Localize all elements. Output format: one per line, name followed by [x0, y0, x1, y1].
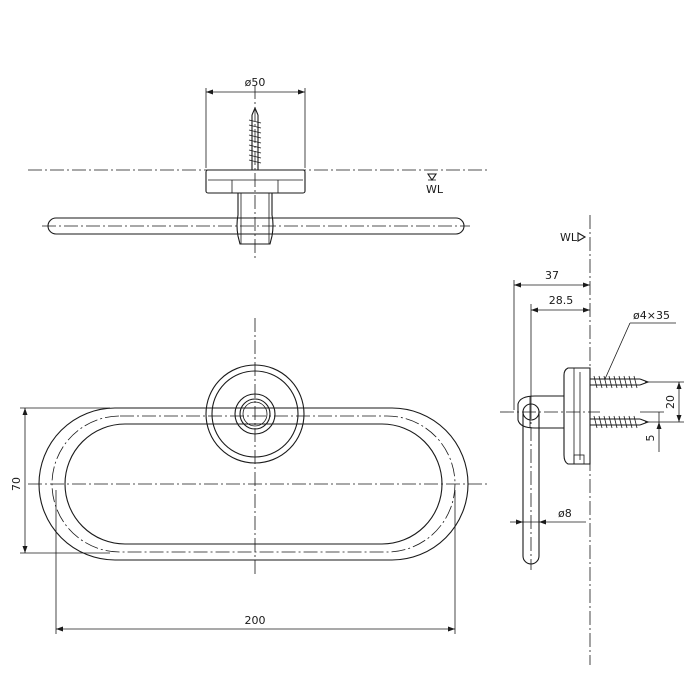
front-rosette-inner	[211, 370, 299, 458]
front-view: 70 200	[10, 318, 490, 634]
side-view: WL 37 28.5 ø8	[500, 215, 684, 665]
front-hub-core	[242, 401, 268, 427]
top-dim-flange-label: ø50	[245, 76, 266, 89]
side-dim-37-label: 37	[545, 269, 559, 282]
side-wl-label: WL	[560, 231, 578, 244]
front-ring-centerline	[51, 415, 456, 553]
side-dim-5-label: 5	[644, 435, 657, 442]
front-rosette-outer	[205, 364, 305, 464]
side-dim-20-label: 20	[664, 395, 677, 409]
front-hub-inner	[239, 398, 271, 430]
front-dim-height-label: 70	[10, 477, 23, 491]
side-screw-leader	[604, 322, 631, 380]
top-ring-bar	[47, 217, 465, 235]
top-neck	[236, 193, 274, 245]
side-arm	[517, 395, 564, 429]
front-hub-outer	[234, 393, 276, 435]
side-flange	[563, 367, 591, 465]
front-ring-inner	[64, 423, 443, 545]
side-dim-ring-label: ø8	[558, 507, 572, 520]
side-wl-marker	[577, 232, 587, 242]
front-dim-width-label: 200	[245, 614, 266, 627]
front-ring-outer	[38, 407, 469, 561]
side-dim-285-label: 28.5	[549, 294, 574, 307]
top-wl-marker	[426, 173, 438, 181]
side-screw-upper	[590, 375, 650, 389]
top-view: ø50 WL	[28, 76, 490, 260]
side-screw-lower	[590, 415, 650, 429]
top-screw	[248, 106, 262, 170]
top-dim-arrow-left	[206, 89, 213, 95]
top-flange	[205, 169, 306, 194]
top-wl-label: WL	[426, 183, 444, 196]
side-dim-screw-label: ø4×35	[633, 309, 670, 322]
top-dim-arrow-right	[298, 89, 305, 95]
